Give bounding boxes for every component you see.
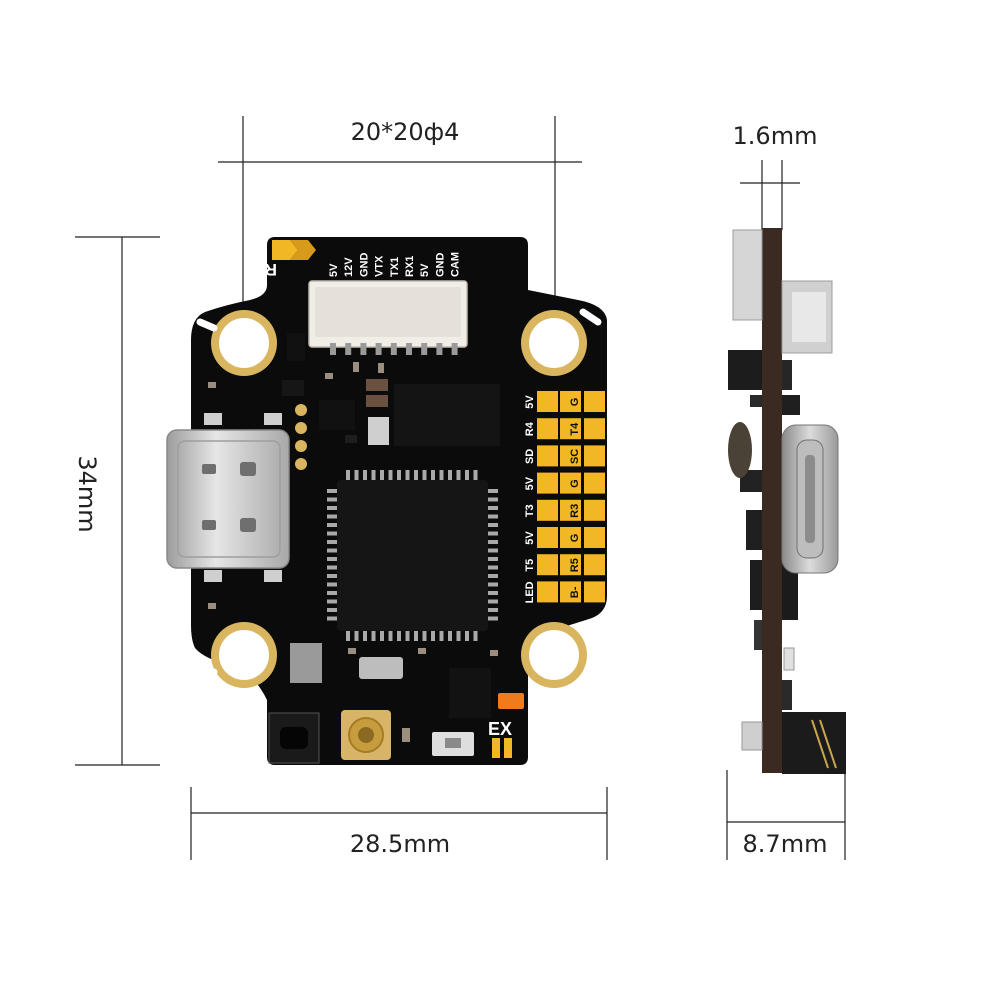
- board-side-view: [728, 228, 846, 774]
- board-thickness-label: 1.6mm: [732, 122, 818, 150]
- usb-c-port: [166, 413, 290, 582]
- pad-label: 5V: [524, 531, 536, 545]
- total-thickness-label: 8.7mm: [742, 830, 828, 858]
- antenna-connector: [341, 710, 391, 760]
- pad-label: R5: [569, 558, 581, 572]
- side-pcb: [762, 228, 782, 773]
- mount-hole-tr: [521, 310, 587, 376]
- pad-label: LED: [524, 581, 536, 603]
- width-label: 28.5mm: [349, 830, 451, 858]
- pad-label: SC: [569, 449, 581, 464]
- dimension-lines: [75, 116, 846, 860]
- hole-slots: [196, 308, 602, 689]
- pad-label: B-: [569, 586, 581, 598]
- pad-label: G: [569, 534, 581, 543]
- connector-pin-label: TX1: [389, 257, 401, 277]
- connector-pin-label: 12V: [343, 257, 355, 277]
- top-connector: [308, 280, 468, 355]
- ex-label: EX: [488, 719, 512, 739]
- pad-label: T3: [524, 504, 536, 517]
- mount-hole-bl: [211, 622, 277, 688]
- connector-pin-label: GND: [434, 253, 446, 278]
- rx-marker: [272, 240, 298, 260]
- mount-hole-br: [521, 622, 587, 688]
- pad-label: T4: [569, 422, 581, 436]
- pad-label: 5V: [524, 476, 536, 490]
- pad-label: T5: [524, 559, 536, 572]
- connector-pin-label: CAM: [450, 252, 462, 277]
- test-pads: [295, 404, 307, 470]
- pad-label: G: [569, 398, 581, 407]
- pad-label: 5V: [524, 395, 536, 409]
- pad-label: SD: [524, 449, 536, 464]
- mcu-chip: [327, 470, 498, 641]
- mount-spacing-label: 20*20ф4: [350, 118, 460, 146]
- mount-hole-tl: [211, 310, 277, 376]
- smd-parts: [268, 333, 524, 764]
- pad-label: G: [569, 479, 581, 488]
- connector-pin-label: VTX: [374, 255, 386, 277]
- pad-label: R3: [569, 504, 581, 518]
- connector-pin-label: 5V: [419, 263, 431, 277]
- solder-pad-grid: [537, 391, 605, 603]
- rx-label: RX: [253, 260, 277, 279]
- connector-pin-label: GND: [358, 253, 370, 278]
- pad-label: R4: [524, 421, 536, 436]
- connector-pin-label: 5V: [328, 263, 340, 277]
- height-label: 34mm: [73, 455, 101, 533]
- connector-pin-label: RX1: [404, 256, 416, 277]
